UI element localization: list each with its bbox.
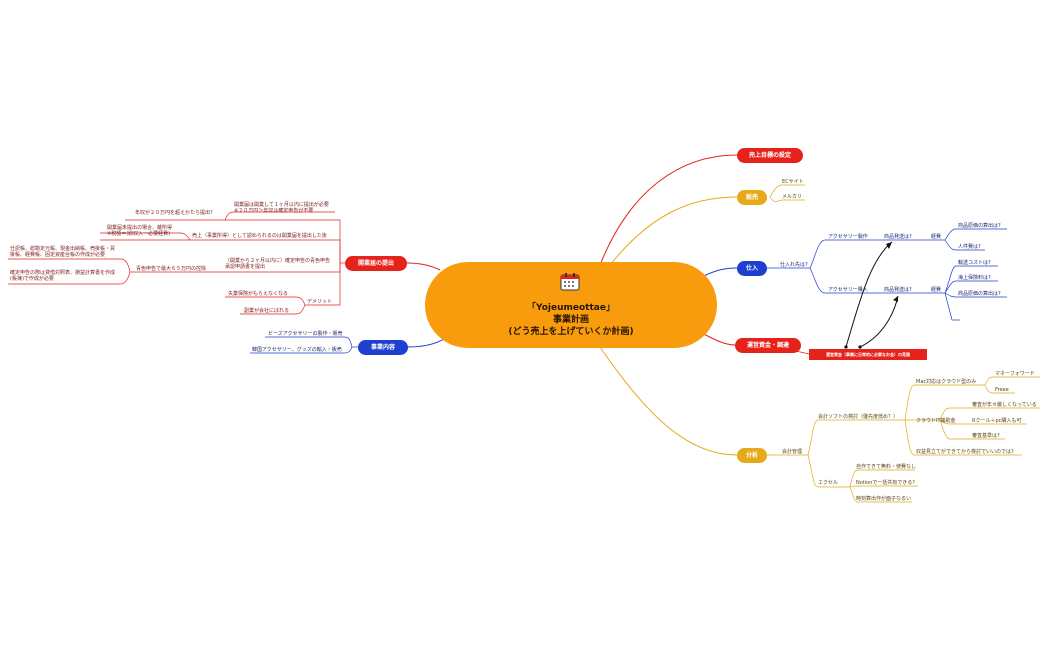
proc-supplier-1: 商品発送は? xyxy=(884,234,912,240)
analysis-excel: エクセル xyxy=(818,480,839,486)
filing-family: 開業届未提出の場合、雑所得 ※税額＝(総収入ー必要経費) xyxy=(107,225,173,237)
calendar-icon xyxy=(560,273,580,291)
business-item-1: ビーズアクセサリーの製作・販売 xyxy=(268,331,343,337)
proc-item-a: 商品原価の算出は? xyxy=(958,223,1001,229)
central-caption: (どう売上を上げていくか計画) xyxy=(508,327,634,337)
proc-question: 仕入れ先は? xyxy=(780,262,808,268)
central-title: 「Yojeumeottae」 xyxy=(527,303,615,313)
filing-docs: 仕訳帳、総勘定元帳、現金出納帳、売掛帳・買 掛帳、経費帳、固定資産台帳の作成が必… xyxy=(10,246,116,258)
analysis-freee: Freee xyxy=(995,387,1009,393)
analysis-mac-cloud: Mac対応はクラウド型のみ xyxy=(916,379,977,385)
analysis-subsidy-3: 審査基準は? xyxy=(972,433,1000,439)
proc-cost-1: 経費 xyxy=(931,234,942,240)
filing-deadline: 開業届は開業して１ヶ月以内に提出が必要 ※２０万円＞年収は確定申告が不要 xyxy=(234,202,329,214)
arrow-origin-1 xyxy=(844,345,848,349)
filing-merit: デメリット xyxy=(307,299,333,305)
filing-q-income: 年収が２０万円を超えかたら提出? xyxy=(135,210,213,216)
topic-business[interactable]: 事業内容 xyxy=(358,340,408,355)
connector-sales xyxy=(609,196,738,266)
proc-buy: アクセサリー購入 xyxy=(828,287,868,293)
arrowhead-1 xyxy=(886,242,892,249)
proc-item-e: 商品原価の算出は? xyxy=(958,291,1001,297)
sales-mercari: メルカリ xyxy=(782,194,802,200)
connector-sales-target xyxy=(599,154,738,266)
analysis-subsidy-1: 審査が年々厳しくなっている xyxy=(972,402,1037,408)
funding-arrow-1 xyxy=(845,241,893,348)
topic-procurement[interactable]: 仕入 xyxy=(737,261,767,276)
analysis-excel-2: Notionで一括共有できる? xyxy=(856,480,915,486)
arrowhead-2 xyxy=(893,296,898,302)
filing-demerit-1: 失業保険がもらえなくなる xyxy=(228,291,289,297)
analysis-cloud-subsidy: クラウドIT補助金 xyxy=(916,418,956,424)
funding-arrow-2 xyxy=(859,295,899,348)
topic-filing[interactable]: 開業届の提出 xyxy=(345,256,407,271)
analysis-excel-1: 自作できて無料・使費なし xyxy=(856,464,917,470)
analysis-subsidy-2: Rクール＋pc購入も可 xyxy=(972,418,1022,424)
sales-ec: ECサイト xyxy=(782,179,804,185)
analysis-accounting: 会計管理 xyxy=(782,449,803,455)
filing-income: 売上（事業所得）として認められるのは開業届を提出した後 xyxy=(192,233,327,239)
topic-analysis[interactable]: 分析 xyxy=(737,448,767,463)
connector-filing xyxy=(406,262,441,271)
analysis-software: 会計ソフトの検討（優先度低め？） xyxy=(818,414,899,420)
arrow-origin-2 xyxy=(858,345,862,349)
central-subtitle: 事業計画 xyxy=(552,315,589,325)
proc-item-c: 輸送コストは? xyxy=(958,260,991,266)
analysis-moneyforward: マネーフォワード xyxy=(995,371,1035,377)
topic-sales[interactable]: 販売 xyxy=(737,190,767,205)
filing-demerit-2: 副業が会社にばれる xyxy=(244,308,290,314)
business-item-2: 韓国アクセサリー、グッズの輸入・販売 xyxy=(252,347,342,353)
proc-cost-2: 経費 xyxy=(931,287,942,293)
filing-blue: 青色申告で最大６５万円の控除 xyxy=(136,266,207,272)
connector-analysis xyxy=(599,346,738,456)
topic-funding[interactable]: 運営資金・調達 xyxy=(735,338,801,353)
proc-make: アクセサリー製作 xyxy=(828,234,868,240)
topic-sales-target[interactable]: 売上目標の設定 xyxy=(737,148,803,163)
funding-callout[interactable]: 運営資金（事業に日常的に必要なお金）の見積 xyxy=(809,349,927,360)
proc-item-d: 海上保険料は? xyxy=(958,275,991,281)
proc-item-b: 人件費は? xyxy=(958,244,981,250)
analysis-excel-3: 時刻算出作が面子なるい xyxy=(856,496,912,502)
filing-balance: 確定申告の際は貸借対照表、損益計算書を作成 (帳簿)で作成が必要 xyxy=(10,270,116,282)
analysis-self-check: 収益見立てができてから検討でいいのでは? xyxy=(916,449,1014,455)
filing-period: （開業から２ヶ月以内に）確定申告の青色申告 承認申請書を提出 xyxy=(225,258,331,270)
proc-supplier-2: 商品発送は? xyxy=(884,287,912,293)
